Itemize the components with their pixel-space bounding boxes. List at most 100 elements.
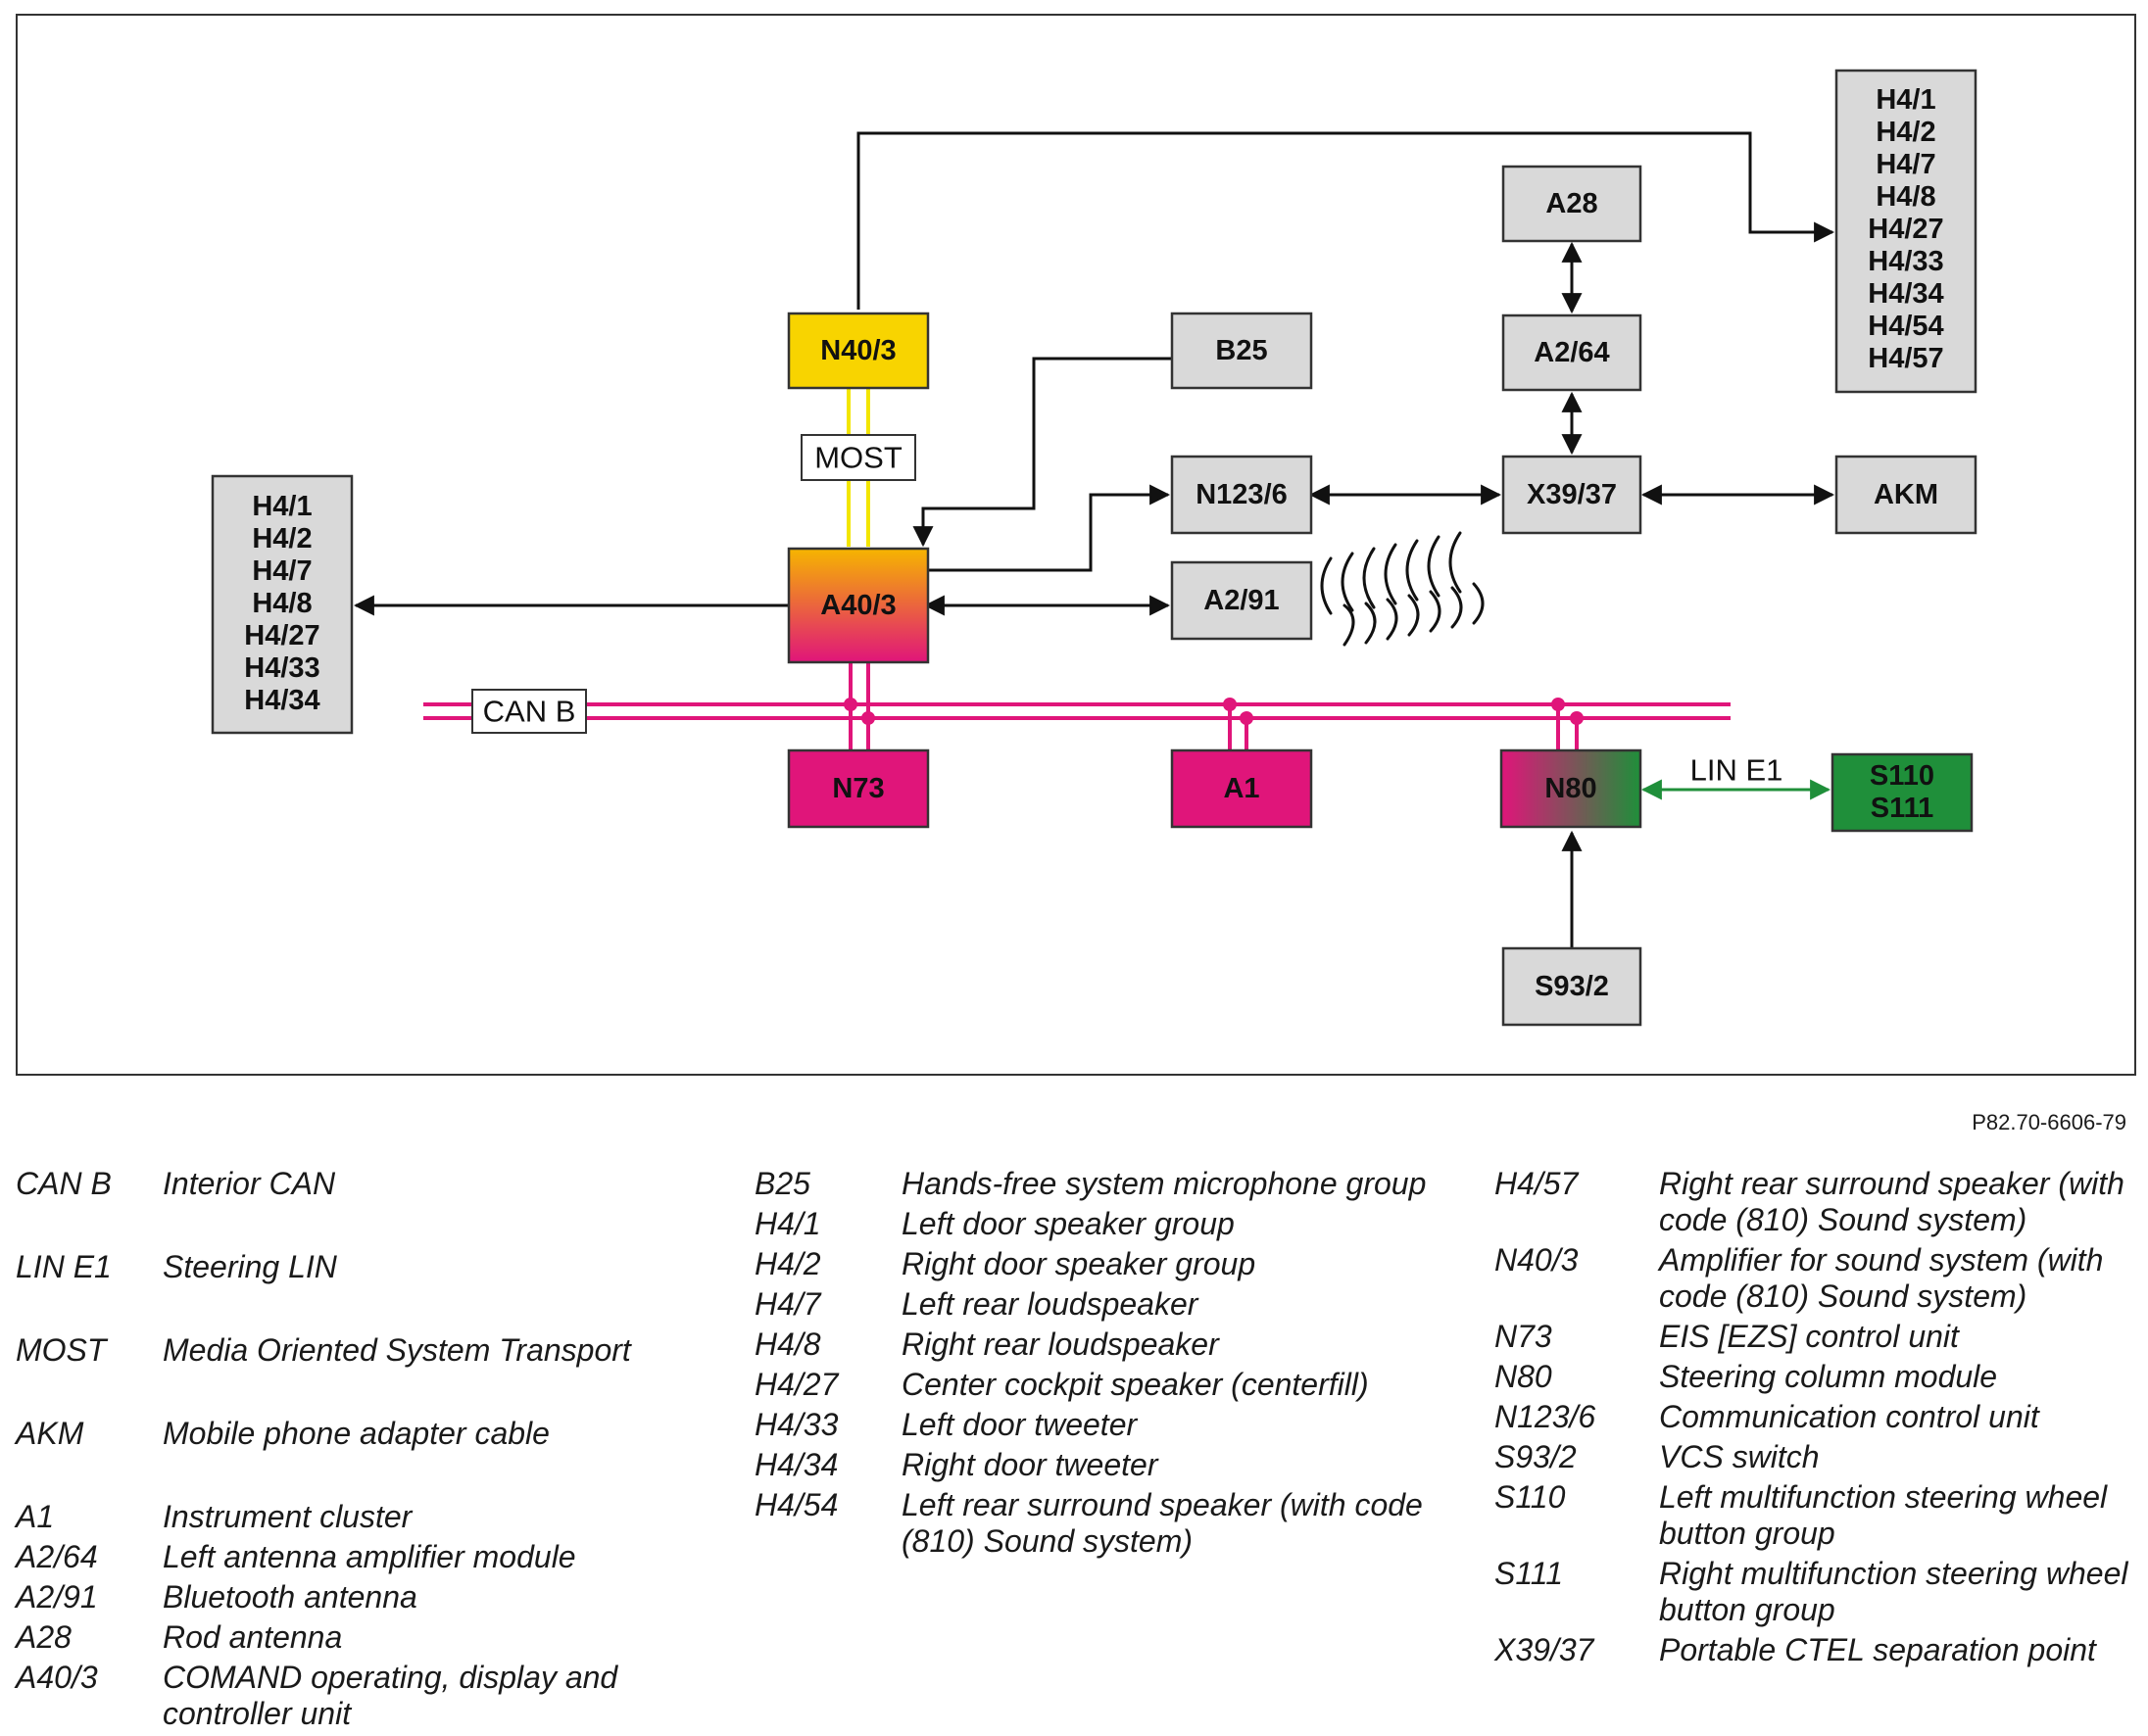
box-s93-2: S93/2	[1501, 946, 1642, 1027]
legend-item: A2/91 Bluetooth antenna	[16, 1579, 662, 1615]
most-label-box: MOST	[801, 434, 916, 481]
legend-item: N40/3 Amplifier for sound system (with co…	[1494, 1242, 2141, 1315]
svg-text:N73: N73	[832, 773, 884, 804]
svg-text:N40/3: N40/3	[820, 335, 896, 366]
legend-item: H4/1 Left door speaker group	[755, 1206, 1431, 1242]
box-akm: AKM	[1834, 455, 1977, 535]
legend-description: VCS switch	[1659, 1439, 1820, 1474]
figure-reference: P82.70-6606-79	[1972, 1110, 2126, 1134]
legend-code: A28	[16, 1619, 72, 1655]
svg-text:A2/91: A2/91	[1203, 585, 1279, 616]
svg-text:A1: A1	[1223, 773, 1259, 804]
legend-description: Left antenna amplifier module	[163, 1539, 576, 1574]
legend-code: S111	[1494, 1556, 1563, 1591]
diagram-frame	[16, 14, 2136, 1076]
legend-code: A2/91	[16, 1579, 98, 1615]
legend-description: Left multifunction steering wheel button…	[1659, 1479, 2108, 1551]
legend-description: Portable CTEL separation point	[1659, 1632, 2096, 1667]
legend-description: Rod antenna	[163, 1619, 343, 1655]
legend-description: Left door tweeter	[902, 1407, 1138, 1442]
svg-text:AKM: AKM	[1874, 479, 1938, 510]
legend-code: A40/3	[16, 1660, 98, 1695]
legend-item: H4/33 Left door tweeter	[755, 1407, 1431, 1443]
svg-text:B25: B25	[1215, 335, 1267, 366]
legend-description: Center cockpit speaker (centerfill)	[902, 1367, 1369, 1402]
legend-item: A28 Rod antenna	[16, 1619, 662, 1656]
legend-description: Hands-free system microphone group	[902, 1166, 1427, 1201]
legend-item: B25 Hands-free system microphone group	[755, 1166, 1431, 1202]
legend-description: EIS [EZS] control unit	[1659, 1319, 1959, 1354]
box-a2-91: A2/91	[1170, 560, 1313, 641]
box-line: H4/2	[252, 523, 312, 555]
box-line: H4/34	[1868, 278, 1943, 310]
legend-code: S93/2	[1494, 1439, 1577, 1474]
legend-code: H4/7	[755, 1286, 821, 1322]
legend-code: A2/64	[16, 1539, 98, 1574]
legend-item: X39/37 Portable CTEL separation point	[1494, 1632, 2141, 1668]
legend-code: N40/3	[1494, 1242, 1579, 1278]
legend-code: H4/33	[755, 1407, 839, 1442]
wire-a40-n123	[926, 484, 1171, 572]
box-a1: A1	[1170, 748, 1313, 829]
box-n73: N73	[787, 748, 930, 829]
legend-item: H4/7 Left rear loudspeaker	[755, 1286, 1431, 1323]
legend-code: N123/6	[1494, 1399, 1596, 1434]
box-line: S110	[1870, 760, 1934, 792]
legend-code: H4/8	[755, 1326, 821, 1362]
legend-code: B25	[755, 1166, 810, 1201]
legend-description: Right rear loudspeaker	[902, 1326, 1219, 1362]
legend-description: Amplifier for sound system (with code (8…	[1659, 1242, 2104, 1314]
legend-item: H4/8 Right rear loudspeaker	[755, 1326, 1431, 1363]
legend-description: COMAND operating, display and controller…	[163, 1660, 618, 1731]
wire-b25-a40	[912, 357, 1172, 548]
box-line: H4/2	[1876, 117, 1935, 148]
legend-description: Interior CAN	[163, 1166, 336, 1201]
box-n40-3: N40/3	[787, 312, 930, 390]
can-stubs	[844, 662, 1584, 749]
radio-wave-icon	[1320, 531, 1485, 647]
legend-code: H4/1	[755, 1206, 821, 1241]
legend-code: N73	[1494, 1319, 1552, 1354]
svg-text:N123/6: N123/6	[1196, 479, 1288, 510]
can-b-label-box: CAN B	[471, 689, 587, 734]
legend-code: H4/34	[755, 1447, 839, 1482]
box-a40-3: A40/3	[787, 547, 930, 664]
legend-code: AKM	[16, 1416, 84, 1451]
legend-description: Right door speaker group	[902, 1246, 1256, 1281]
svg-text:S93/2: S93/2	[1535, 971, 1609, 1002]
legend-description: Left rear surround speaker (with code (8…	[902, 1487, 1423, 1559]
box-line: H4/57	[1868, 343, 1943, 374]
box-line: H4/34	[244, 685, 319, 716]
legend-code: H4/57	[1494, 1166, 1579, 1201]
legend-code: A1	[16, 1499, 55, 1534]
box-line: H4/1	[1876, 84, 1935, 116]
svg-text:MOST: MOST	[814, 441, 903, 475]
box-line: H4/7	[1876, 149, 1935, 180]
legend-description: Left rear loudspeaker	[902, 1286, 1198, 1322]
svg-text:CAN B: CAN B	[483, 695, 576, 729]
box-a2-64: A2/64	[1501, 313, 1642, 392]
legend-description: Bluetooth antenna	[163, 1579, 417, 1615]
legend-code: X39/37	[1494, 1632, 1594, 1667]
box-line: H4/1	[252, 491, 312, 522]
box-line: H4/7	[252, 555, 312, 587]
legend-code: N80	[1494, 1359, 1552, 1394]
legend-description: Left door speaker group	[902, 1206, 1235, 1241]
legend-item: S93/2 VCS switch	[1494, 1439, 2141, 1475]
